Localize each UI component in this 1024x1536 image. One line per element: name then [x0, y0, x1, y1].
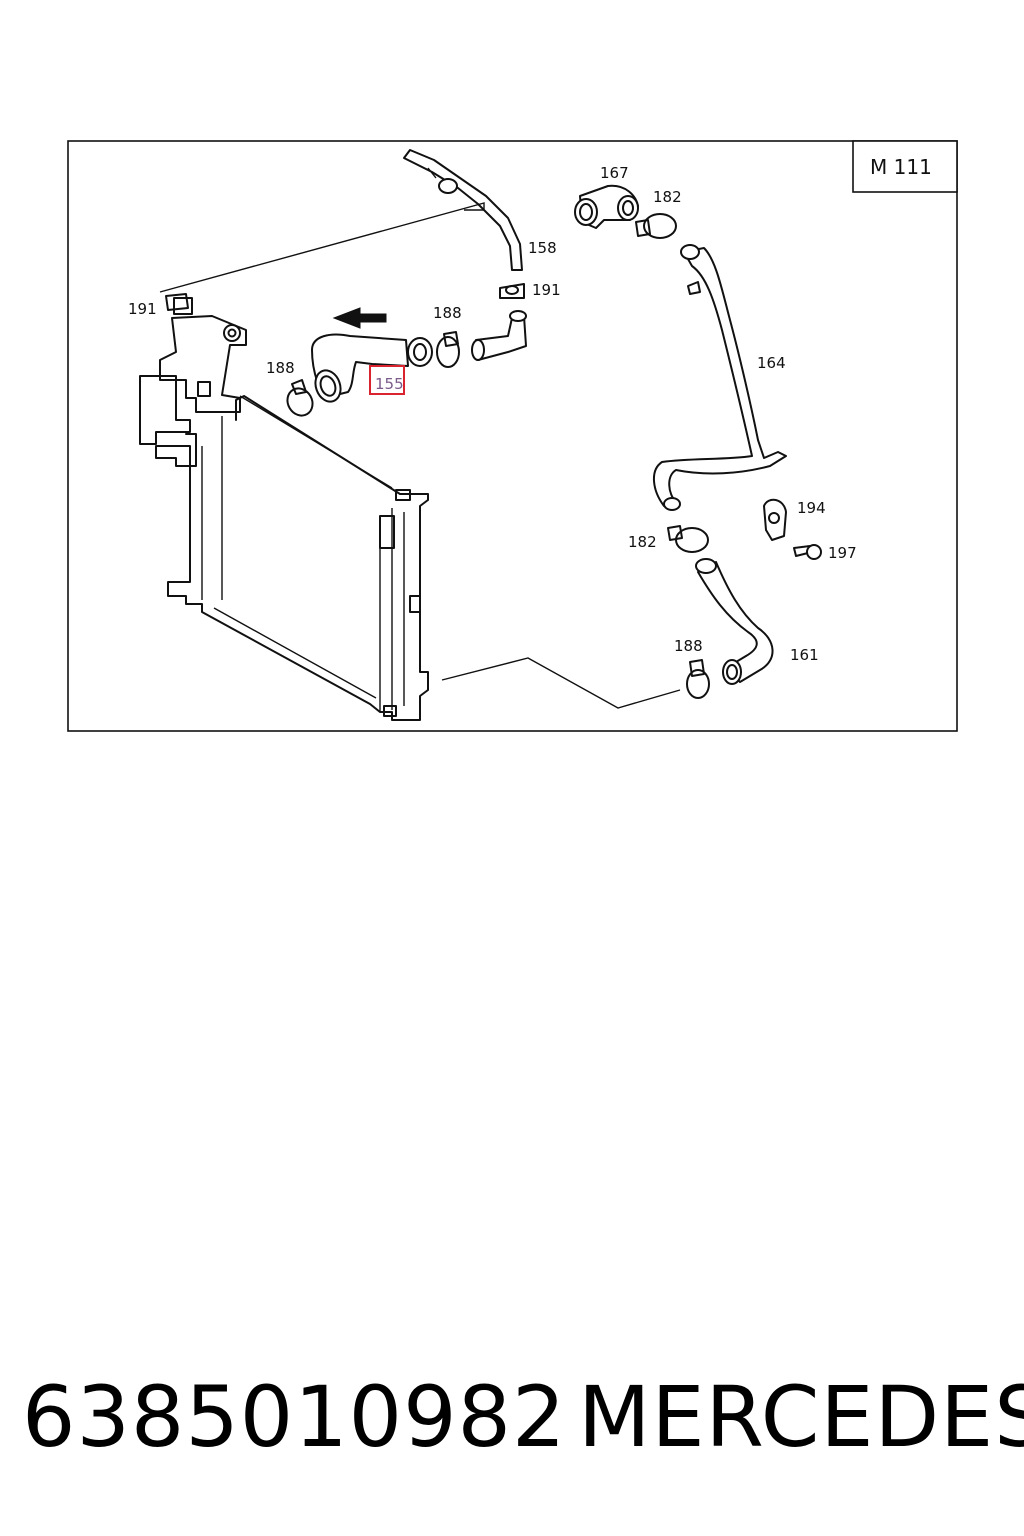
- callout-188-bottom: 188: [674, 637, 703, 655]
- clip-191-left: [165, 293, 189, 311]
- callout-191-top: 191: [532, 281, 561, 299]
- callout-197: 197: [828, 544, 857, 562]
- brand-name: MERCEDES: [578, 1368, 1024, 1466]
- clamp-188-bottom: [686, 659, 710, 699]
- hose-164: [653, 244, 787, 511]
- callout-167: 167: [600, 164, 629, 182]
- radiator: [139, 297, 429, 721]
- leader-line-bottom: [441, 657, 681, 709]
- engine-code-box: [852, 140, 958, 193]
- hose-158: [403, 149, 523, 271]
- callout-188-left: 188: [266, 359, 295, 377]
- parts-diagram: M 111: [67, 140, 958, 732]
- clamp-182-top: [635, 213, 677, 239]
- callout-182-bottom: 182: [628, 533, 657, 551]
- callout-161: 161: [790, 646, 819, 664]
- engine-code-label: M 111: [870, 155, 932, 179]
- hose-155: [311, 333, 433, 403]
- bolt-197: [793, 544, 822, 560]
- part-number: 6385010982: [22, 1368, 567, 1466]
- clamp-182-bottom: [667, 525, 709, 553]
- callout-188-mid: 188: [433, 304, 462, 322]
- clamp-188-left: [286, 379, 314, 417]
- callout-194: 194: [797, 499, 826, 517]
- flow-arrow-icon: [332, 307, 387, 329]
- callout-182-top: 182: [653, 188, 682, 206]
- callout-155: 155: [375, 375, 404, 393]
- clip-194: [763, 498, 787, 541]
- clamp-188-mid: [436, 331, 460, 368]
- elbow-167: [574, 184, 639, 229]
- footer-caption: 6385010982 MERCEDES: [22, 1368, 1024, 1468]
- hose-161: [695, 558, 774, 685]
- callout-164: 164: [757, 354, 786, 372]
- callout-158: 158: [528, 239, 557, 257]
- leader-line-top: [159, 202, 485, 293]
- diagram-border: [67, 140, 958, 732]
- clip-191-top: [499, 283, 525, 299]
- pipe-connector: [471, 310, 527, 361]
- callout-155-highlight: [369, 365, 405, 395]
- callout-191-left: 191: [128, 300, 157, 318]
